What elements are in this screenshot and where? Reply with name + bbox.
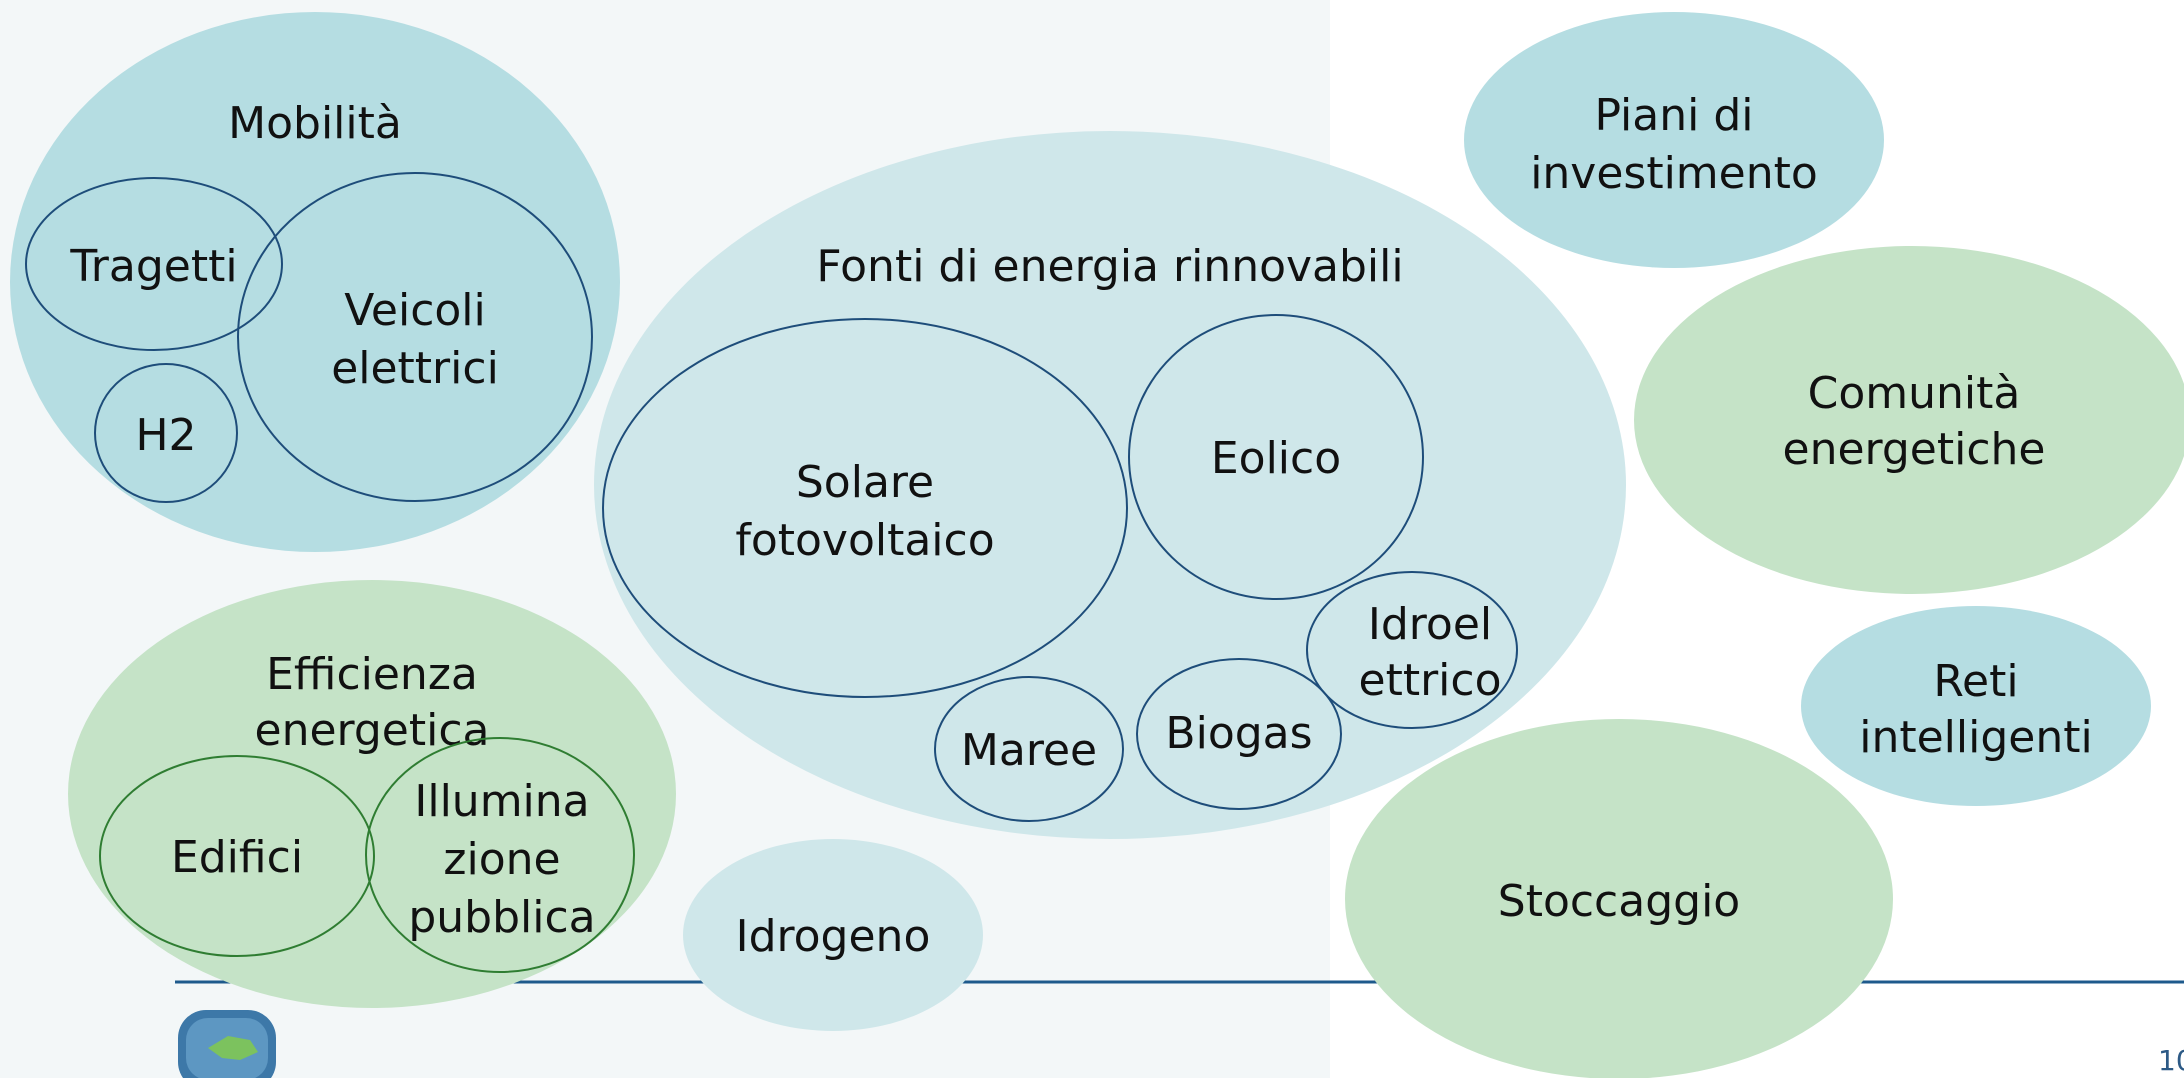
reti-group: Reti intelligenti [1801, 606, 2151, 806]
veicoli-label-line1: Veicoli [344, 285, 486, 336]
veicoli-label-line2: elettrici [331, 343, 499, 394]
efficienza-bubble [68, 580, 676, 1008]
page-number: 10 [2158, 1044, 2184, 1077]
edifici-label: Edifici [171, 832, 303, 883]
solare-label-line1: Solare [796, 457, 934, 508]
reti-label-line1: Reti [1933, 656, 2018, 707]
comunita-label-line2: energetiche [1783, 424, 2046, 475]
illum-label-line3: pubblica [408, 892, 595, 943]
illum-label-line1: Illumina [414, 776, 589, 827]
maree-circle [934, 676, 1124, 822]
idrogeno-label: Idrogeno [736, 911, 931, 962]
reti-label-line2: intelligenti [1859, 712, 2092, 763]
idrogeno-bubble [683, 839, 983, 1031]
tragetti-circle [25, 177, 283, 351]
efficienza-title-line1: Efficienza [266, 649, 478, 700]
illum-label-line2: zione [443, 834, 560, 885]
region-map-logo-icon [178, 1010, 276, 1078]
idro-label-line1: Idroel [1368, 599, 1492, 650]
piani-bubble [1464, 12, 1884, 268]
comunita-label-line1: Comunità [1808, 368, 2021, 419]
stoccaggio-label: Stoccaggio [1498, 876, 1740, 927]
piani-label-line1: Piani di [1594, 90, 1753, 141]
h2-circle [94, 363, 238, 503]
solare-label-line2: fotovoltaico [735, 515, 994, 566]
solare-circle [602, 318, 1128, 698]
piani-label-line2: investimento [1530, 148, 1818, 199]
illuminazione-circle [365, 737, 635, 973]
stoccaggio-group: Stoccaggio [1345, 719, 1893, 1078]
efficienza-title-line2: energetica [255, 705, 490, 756]
biogas-circle [1136, 658, 1342, 810]
eolico-label: Eolico [1211, 433, 1341, 484]
mobilita-title: Mobilità [228, 98, 402, 149]
comunita-group: Comunità energetiche [1634, 246, 2184, 594]
reti-bubble [1801, 606, 2151, 806]
idroelettrico-circle [1306, 571, 1518, 729]
idro-label-line2: ettrico [1359, 655, 1502, 706]
veicoli-elettrici-circle [237, 172, 593, 502]
fonti-title: Fonti di energia rinnovabili [816, 241, 1403, 292]
fonti-group: Fonti di energia rinnovabili Solare foto… [594, 131, 1626, 839]
idrogeno-group: Idrogeno [683, 839, 983, 1031]
tragetti-label: Tragetti [69, 241, 237, 292]
eolico-circle [1128, 314, 1424, 600]
fonti-bubble [594, 131, 1626, 839]
stoccaggio-bubble [1345, 719, 1893, 1078]
comunita-bubble [1634, 246, 2184, 594]
biogas-label: Biogas [1165, 708, 1312, 759]
maree-label: Maree [961, 725, 1097, 776]
edifici-circle [99, 755, 375, 957]
piani-group: Piani di investimento [1464, 12, 1884, 268]
mobilita-bubble [10, 12, 620, 552]
h2-label: H2 [135, 410, 196, 461]
mobilita-group: Mobilità Tragetti Veicoli elettrici H2 [10, 12, 620, 552]
efficienza-group: Efficienza energetica Edifici Illumina z… [68, 580, 676, 1008]
